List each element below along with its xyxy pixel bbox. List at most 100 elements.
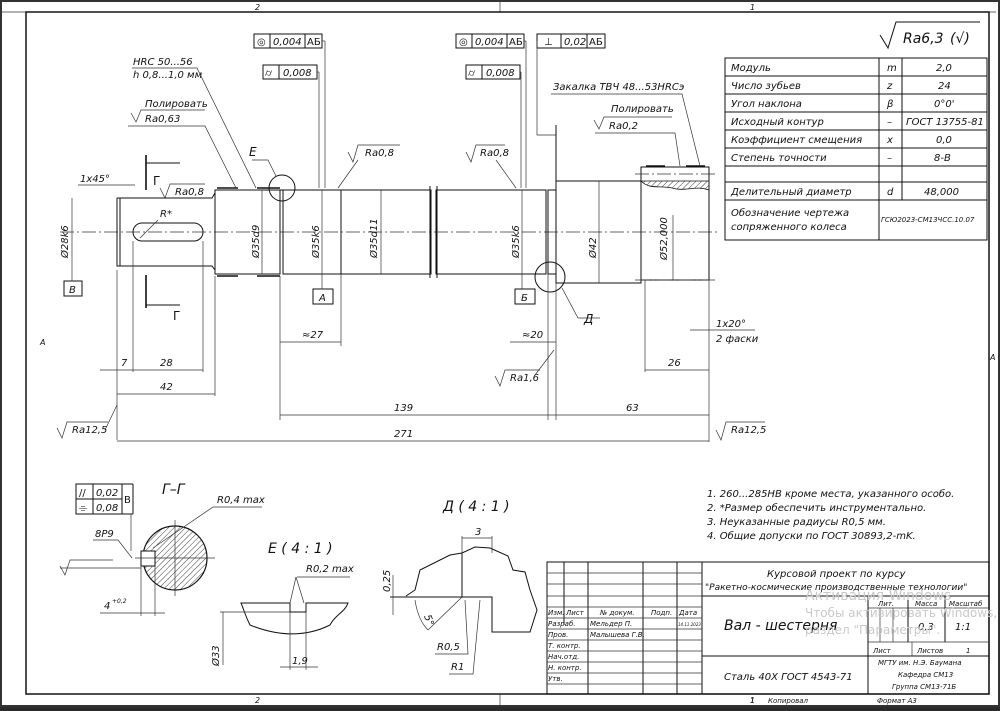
dim-d35k6-2: Ø35k6: [510, 225, 522, 259]
col-list: Лист: [565, 609, 585, 617]
role-checker: Пров.: [548, 631, 568, 639]
dim-271: 271: [394, 429, 413, 440]
param-name-module: Модуль: [731, 63, 771, 74]
sheet-label: Лист: [872, 647, 892, 655]
param-value-shift: 0,0: [936, 135, 952, 146]
param-value-module: 2,0: [936, 63, 952, 74]
ra08-label-b: Ra0,8: [365, 148, 394, 159]
scale-value: 1:1: [955, 622, 971, 633]
role-dept-head: Нач.отд.: [548, 653, 579, 661]
format-label: Формат А3: [877, 697, 917, 705]
parallelism-icon: //: [79, 488, 86, 499]
concentricity-icon: ◎: [459, 37, 468, 48]
dim-20: ≈20: [522, 330, 543, 341]
detail-d-view: Д ( 4 : 1 ) 3 0,25 5° R0,5 R1: [382, 499, 538, 675]
concentricity-icon: ◎: [257, 37, 266, 48]
note-3: 3. Неуказанные радиусы R0,5 мм.: [707, 517, 886, 528]
dim-d52: Ø52,000: [658, 217, 670, 261]
diameter-dimensions: Ø28k6 Ø35d9 Ø35k6 Ø35d11 Ø35k6 Ø42 Ø52,0…: [59, 181, 674, 283]
dim-28: 28: [160, 358, 173, 369]
mating-label-1: Обозначение чертежа: [731, 207, 849, 219]
datum-a-box: [312, 288, 334, 305]
detail-d-label: Д: [583, 312, 593, 326]
datum-b-label: Б: [521, 293, 528, 304]
param-value-angle: 0°0': [934, 99, 954, 110]
param-name-shift: Коэффициент смещения: [731, 135, 862, 146]
dim-d35d11: Ø35d11: [368, 218, 380, 259]
section-title: Г–Г: [162, 482, 186, 498]
dim-d35k6-1: Ø35k6: [310, 225, 322, 259]
section-mark-top: Г: [153, 174, 160, 188]
role-tech-control: Т. контр.: [548, 642, 581, 650]
dim-26: 26: [668, 358, 681, 369]
course-line-2: "Ракетно-космические производственные те…: [705, 583, 967, 593]
param-symbol-shift: x: [886, 135, 893, 146]
zone-label-top-right: 1: [750, 3, 755, 12]
col-izm: Изм.: [548, 609, 564, 617]
fcf-4-value: 0,008: [486, 68, 515, 79]
inner-frame: [25, 11, 990, 695]
general-roughness: Ra6,3 (√): [879, 21, 980, 50]
watermark-line-2: Чтобы активировать Windows,: [805, 606, 997, 620]
org-line-3: Группа СМ13-71Б: [892, 683, 956, 691]
param-symbol-accuracy: –: [887, 153, 892, 164]
param-value-accuracy: 8-В: [934, 153, 951, 164]
dim-d28: Ø28k6: [59, 225, 71, 259]
ra02-label: Ra0,2: [609, 121, 638, 132]
section-mark-bottom: Г: [173, 309, 180, 323]
part-name: Вал - шестерня: [724, 618, 837, 634]
org-line-2: Кафедра СМ13: [898, 671, 953, 679]
fcf-6-datum: В: [124, 495, 131, 506]
col-sign: Подп.: [651, 609, 672, 617]
ra125-label-left: Ra12,5: [72, 425, 107, 436]
course-line-1: Курсовой проект по курсу: [767, 569, 907, 580]
keyway: [132, 222, 204, 242]
sheets-label: Листов: [916, 647, 943, 655]
dim-3: 3: [475, 527, 481, 538]
zone-label-side-left: A: [39, 338, 45, 347]
general-roughness-value: Ra6,3: [903, 31, 944, 47]
key-depth-tolerance: +0,2: [112, 598, 127, 605]
detail-e-title: Е ( 4 : 1 ): [268, 541, 333, 557]
fcf-2-value: 0,008: [283, 68, 312, 79]
developer-date: 14.11.2023: [678, 622, 701, 627]
note-1: 1. 260...285HB кроме места, указанного о…: [707, 488, 954, 500]
chamfer-label: 1x45°: [80, 174, 110, 185]
fcf-5-value: 0,02: [564, 37, 586, 48]
param-name-teeth: Число зубьев: [731, 80, 801, 92]
gear-parameters-table: Модуль m 2,0 Число зубьев z 24 Угол накл…: [724, 57, 988, 241]
fcf-3-value: 0,004: [475, 37, 504, 48]
dim-63: 63: [626, 403, 639, 414]
dim-1-9: 1,9: [292, 656, 308, 667]
param-value-teeth: 24: [938, 81, 951, 92]
angle-5: 5°: [421, 613, 435, 627]
watermark-line-1: Активация Windows: [805, 588, 951, 604]
zone-label-top-left: 2: [255, 3, 260, 12]
r05-label: R0,5: [437, 642, 460, 653]
param-name-angle: Угол наклона: [731, 99, 802, 110]
ra125-label-right: Ra12,5: [731, 425, 766, 436]
fcf-2: ⌭ 0,008: [262, 64, 320, 188]
fcf-5: ⊥ 0,02 АБ: [536, 33, 606, 181]
fcf-7-value: 0,08: [96, 503, 118, 514]
dim-7: 7: [121, 358, 128, 369]
symmetry-icon: ⌯: [79, 503, 87, 514]
col-doc: № докум.: [599, 609, 635, 617]
fcf-3-datum: АБ: [509, 37, 523, 48]
ra08-label-a: Ra0,8: [175, 187, 204, 198]
dim-42: 42: [160, 382, 173, 393]
hrc-label: HRC 50...56: [133, 57, 193, 68]
fcf-3: ◎ 0,004 АБ: [455, 33, 527, 188]
linear-dimensions: 7 28 42 ≈27 ≈20 26 139 63 271: [100, 241, 710, 442]
param-name-pitch-diameter: Делительный диаметр: [730, 187, 852, 198]
zone-label-bottom-right: 1: [750, 696, 755, 705]
key-depth-label: 4: [104, 601, 110, 612]
technical-notes: 1. 260...285HB кроме места, указанного о…: [707, 488, 954, 542]
mating-value: ГСЮ2023-СМ13ЧСС.10.07: [881, 216, 975, 224]
lit-label: Лит.: [877, 600, 894, 608]
cylindricity-icon: ⌭: [265, 68, 273, 79]
dim-d33: Ø33: [210, 645, 222, 667]
key-label: 8P9: [95, 529, 114, 540]
r02-label: R0,2 max: [306, 564, 354, 575]
